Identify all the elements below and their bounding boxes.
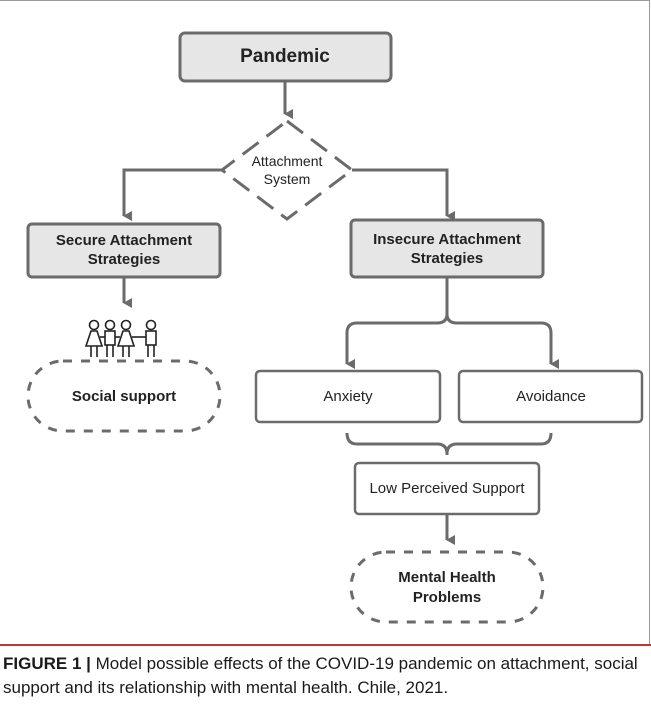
mental-health-label-line1: Mental Health (398, 569, 496, 586)
attachment-label-line2: System (264, 171, 311, 187)
attachment-system-diamond: Attachment System (219, 119, 355, 221)
low-perceived-support-label: Low Perceived Support (369, 480, 525, 497)
attachment-label-line1: Attachment (252, 153, 323, 169)
connector-anxiety-merge (345, 432, 449, 455)
caption-divider (0, 644, 651, 646)
figure-caption: FIGURE 1 | Model possible effects of the… (3, 652, 649, 700)
people-group-icon (84, 319, 157, 357)
connector-insecure-to-avoidance (445, 313, 553, 360)
frame-border-right (649, 0, 650, 644)
avoidance-box: Avoidance (457, 369, 644, 424)
social-support-oval: Social support (26, 359, 222, 433)
insecure-label-line1: Insecure Attachment (373, 231, 521, 248)
anxiety-label: Anxiety (323, 388, 373, 405)
connector-attachment-to-secure (122, 168, 222, 214)
anxiety-box: Anxiety (254, 369, 442, 424)
pandemic-label: Pandemic (240, 46, 330, 67)
secure-attachment-box: Secure Attachment Strategies (26, 222, 222, 279)
avoidance-label: Avoidance (516, 388, 586, 405)
connector-attachment-to-insecure (352, 168, 449, 214)
secure-label-line1: Secure Attachment (56, 232, 192, 249)
mental-health-label-line2: Problems (413, 589, 481, 606)
connector-insecure-to-anxiety (345, 277, 449, 360)
social-support-label: Social support (72, 388, 176, 405)
mental-health-oval: Mental Health Problems (349, 550, 545, 624)
frame-border-top (0, 0, 649, 1)
flow-diagram: Pandemic Attachment System Secure Attach… (26, 31, 644, 624)
insecure-label-line2: Strategies (411, 250, 484, 267)
pandemic-box: Pandemic (178, 31, 393, 83)
low-perceived-support-box: Low Perceived Support (353, 461, 541, 516)
caption-text: Model possible effects of the COVID-19 p… (3, 654, 638, 697)
secure-label-line2: Strategies (88, 251, 161, 268)
connector-avoidance-merge (445, 432, 553, 455)
insecure-attachment-box: Insecure Attachment Strategies (349, 218, 545, 279)
caption-label: FIGURE 1 | (3, 654, 91, 673)
